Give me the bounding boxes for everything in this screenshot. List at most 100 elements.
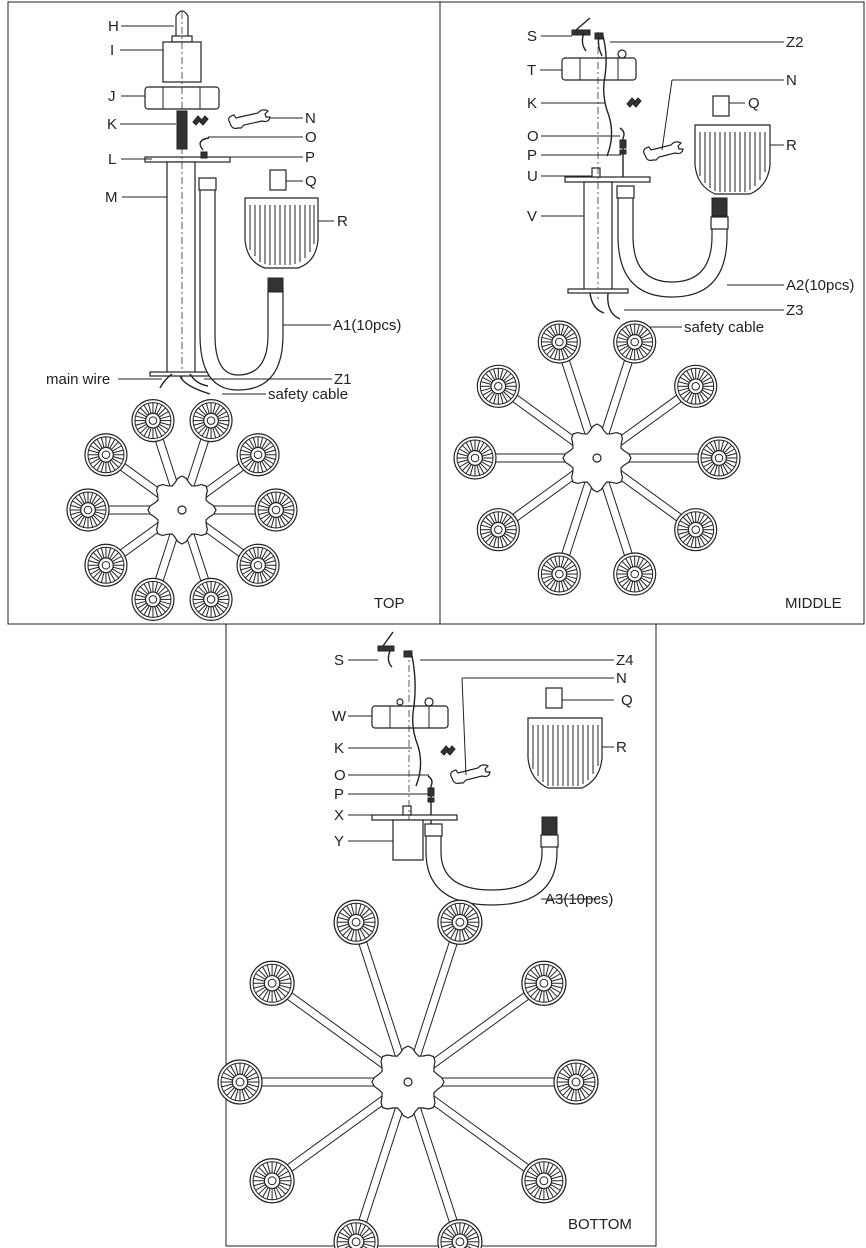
label-z3: Z3 [786, 302, 804, 319]
label-p: P [527, 147, 537, 164]
shade-top-view [476, 508, 520, 552]
middle-view-arms [453, 320, 741, 596]
label-p: P [305, 149, 315, 166]
arm-a2 [617, 195, 728, 298]
label-y: Y [334, 833, 344, 850]
label-n: N [616, 670, 627, 687]
label-h: H [108, 18, 119, 35]
shade-top-view [674, 364, 718, 408]
label-u: U [527, 168, 538, 185]
panel-middle: S Z2 T N K Q O R P U V A2(10pcs) Z3 safe… [453, 17, 854, 612]
shade-top-view [437, 1219, 483, 1248]
top-view-arms [66, 399, 298, 621]
shade-top-view [217, 1059, 263, 1105]
cup-q [712, 95, 730, 117]
label-r: R [786, 137, 797, 154]
label-n: N [305, 110, 316, 127]
label-o: O [334, 767, 346, 784]
label-q: Q [748, 95, 760, 112]
wrench-icon [450, 764, 491, 785]
wire-connector-icon [626, 97, 642, 108]
shade-r [694, 124, 771, 195]
canopy-t [561, 57, 637, 81]
panel-title-bottom: BOTTOM [568, 1216, 632, 1233]
panel-top-frame [7, 1, 441, 625]
shade-top-view [553, 1059, 599, 1105]
shade-top-view [674, 508, 718, 552]
label-p: P [334, 786, 344, 803]
label-s: S [527, 28, 537, 45]
label-main-wire: main wire [46, 371, 110, 388]
label-q: Q [621, 692, 633, 709]
shade-top-view [131, 399, 175, 443]
label-k: K [527, 95, 537, 112]
shade-top-view [84, 433, 128, 477]
label-z2: Z2 [786, 34, 804, 51]
shade-top-view [249, 960, 295, 1006]
shade-top-view [476, 364, 520, 408]
wire-connector-icon [440, 745, 456, 756]
cup-y [392, 819, 424, 861]
label-t: T [527, 62, 536, 79]
panel-bottom: S Z4 N W Q K O R P X Y A3(10pcs) BOTTOM [217, 631, 634, 1248]
wrench-icon [643, 141, 684, 162]
panel-top: H I J K N O L P M Q R A1(10pcs) main wir… [46, 10, 405, 621]
wire-connector-icon [192, 115, 209, 126]
label-o: O [305, 129, 317, 146]
label-s: S [334, 652, 344, 669]
shade-top-view [613, 320, 657, 364]
cup-q [269, 169, 287, 191]
shade-top-view [131, 577, 175, 621]
connector-s [377, 645, 395, 652]
shade-top-view [189, 399, 233, 443]
panel-title-top: TOP [374, 595, 405, 612]
shade-r [527, 717, 603, 789]
tube-m [166, 161, 196, 375]
label-a3: A3(10pcs) [545, 891, 613, 908]
bottom-view-arms [217, 899, 599, 1248]
shade-top-view [189, 577, 233, 621]
label-r: R [616, 739, 627, 756]
shade-top-view [613, 552, 657, 596]
label-m: M [105, 189, 118, 206]
hook-h [175, 10, 189, 41]
label-l: L [108, 151, 116, 168]
shade-top-view [697, 436, 741, 480]
label-safety-cable: safety cable [684, 319, 764, 336]
label-k: K [334, 740, 344, 757]
arm-a1 [199, 187, 284, 391]
label-a1: A1(10pcs) [333, 317, 401, 334]
cup-q [545, 687, 563, 709]
wrench-icon [228, 109, 271, 130]
label-w: W [332, 708, 347, 725]
label-q: Q [305, 173, 317, 190]
label-n: N [786, 72, 797, 89]
label-j: J [108, 88, 116, 105]
shade-r [244, 197, 319, 269]
label-i: I [110, 42, 114, 59]
arm-a3 [425, 833, 558, 906]
plate-l [144, 156, 231, 163]
plate-u [564, 176, 651, 183]
label-k: K [107, 116, 117, 133]
shade-top-view [236, 543, 280, 587]
shade-top-view [333, 1219, 379, 1248]
shade-top-view [236, 433, 280, 477]
hub-hole [592, 453, 602, 463]
hub-hole [403, 1077, 413, 1087]
label-r: R [337, 213, 348, 230]
hub-hole [177, 505, 187, 515]
shade-top-view [254, 488, 298, 532]
shade-top-view [521, 1158, 567, 1204]
label-o: O [527, 128, 539, 145]
canopy-w [371, 705, 449, 729]
shade-top-view [333, 899, 379, 945]
label-z1: Z1 [334, 371, 352, 388]
panel-title-middle: MIDDLE [785, 595, 842, 612]
shade-top-view [437, 899, 483, 945]
shade-top-view [521, 960, 567, 1006]
label-x: X [334, 807, 344, 824]
shade-top-view [66, 488, 110, 532]
label-z4: Z4 [616, 652, 634, 669]
